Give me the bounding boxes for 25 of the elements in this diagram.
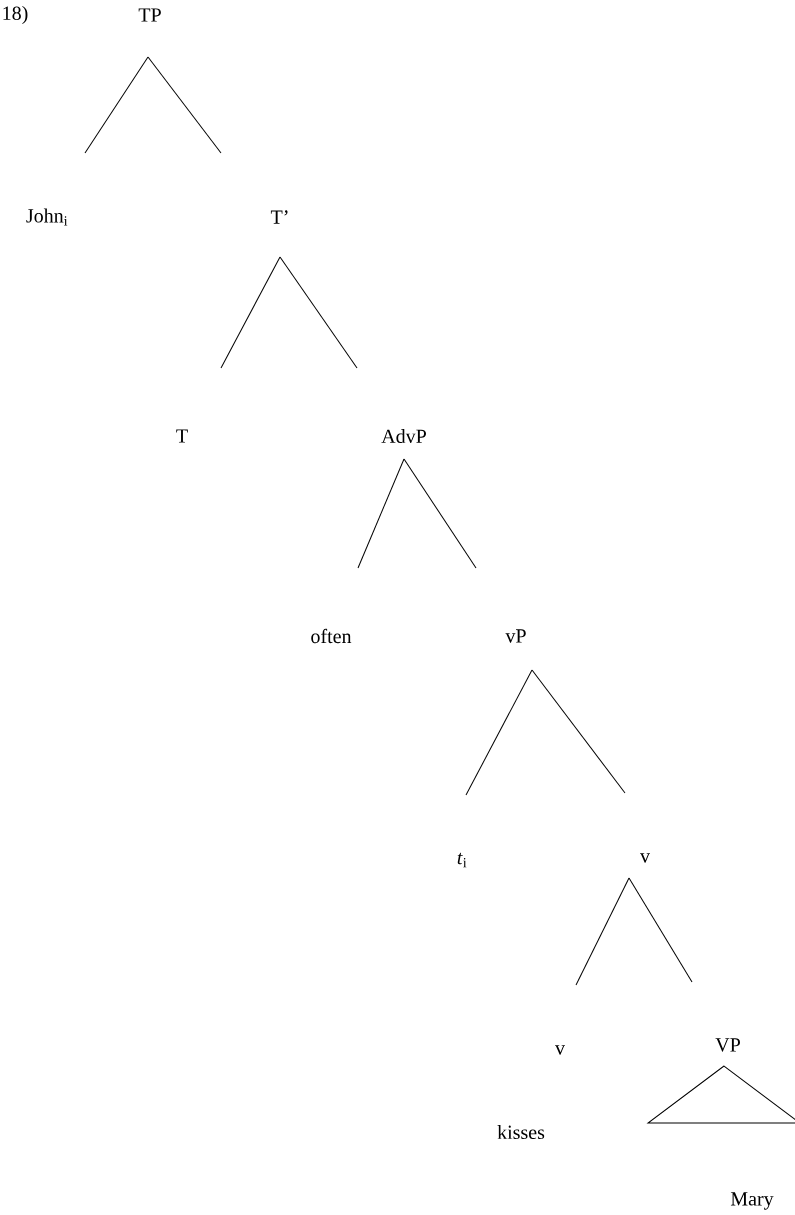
tree-label: TP — [138, 8, 161, 22]
tree-label: often — [311, 628, 352, 644]
example-number: 18) — [3, 5, 28, 25]
word-label: kisses — [497, 1125, 545, 1140]
branch-line — [403, 458, 477, 569]
tree-label: v — [640, 853, 650, 863]
branch-line — [220, 256, 281, 369]
tree-label: v — [555, 1045, 565, 1055]
branch-line — [357, 458, 405, 569]
branch-line — [628, 877, 693, 983]
tree-label: vP — [505, 629, 526, 643]
tree-label: T’ — [270, 210, 288, 224]
tree-label: t$_{i}$ — [457, 852, 467, 868]
branch-line — [465, 669, 533, 796]
branch-line — [147, 56, 222, 154]
tree-label: AdvP — [381, 428, 426, 444]
branch-line — [279, 256, 358, 369]
tree-label: John$_{i}$ — [26, 208, 68, 226]
roof-triangle — [647, 1065, 795, 1124]
branch-line — [575, 877, 630, 986]
branch-line — [531, 669, 626, 794]
tree-label: VP — [715, 1038, 740, 1052]
branch-line — [84, 56, 149, 154]
tree-label: T — [176, 429, 188, 443]
tree-label: Mary — [730, 1192, 774, 1210]
